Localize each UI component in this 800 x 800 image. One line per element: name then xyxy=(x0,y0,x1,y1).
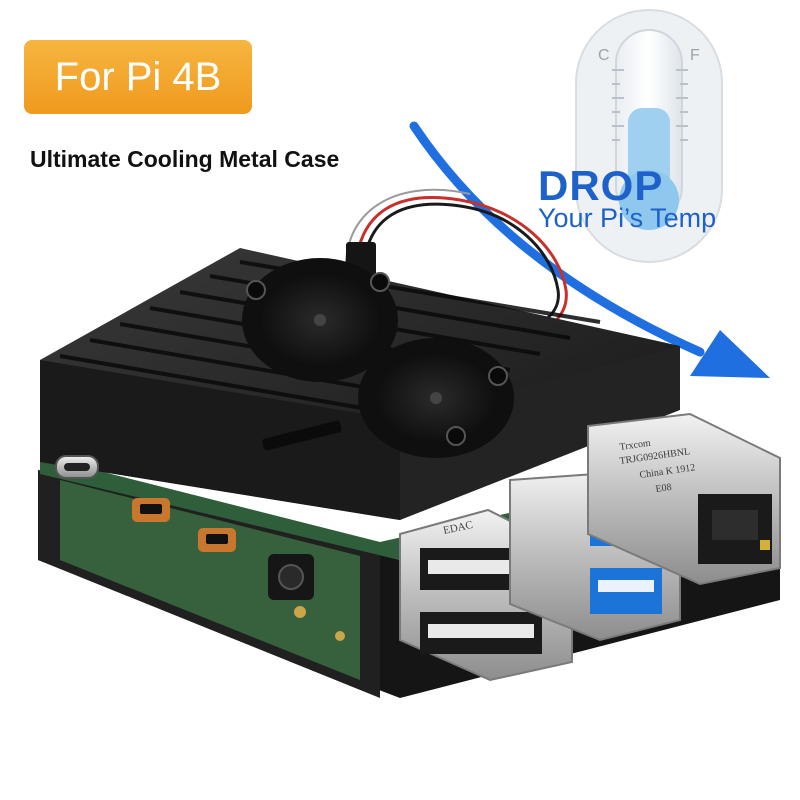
ethernet-text-line-1: Trxcom xyxy=(619,438,652,453)
micro-hdmi-port-icon xyxy=(198,528,236,552)
thermometer-icon: C F xyxy=(575,9,723,263)
promo-title: DROP xyxy=(538,162,664,209)
fan-icon xyxy=(242,258,398,382)
micro-hdmi-port-icon xyxy=(132,498,170,522)
fan-icon xyxy=(358,338,514,458)
model-badge-label: For Pi 4B xyxy=(54,54,222,99)
ethernet-text-line-4: E08 xyxy=(655,482,672,495)
case-body xyxy=(40,248,680,520)
celsius-label: C xyxy=(598,47,610,64)
fahrenheit-label: F xyxy=(690,47,700,64)
down-arrow-icon xyxy=(409,121,770,378)
usb-c-port-icon xyxy=(55,455,99,479)
model-badge: For Pi 4B xyxy=(24,40,252,114)
ethernet-port-icon: Trxcom TRJG0926HBNL China K 1912 E08 xyxy=(587,412,781,586)
product-headline: Ultimate Cooling Metal Case xyxy=(30,146,340,172)
promo-subtitle: Your Pi’s Temp xyxy=(538,203,717,233)
audio-jack xyxy=(268,554,314,600)
